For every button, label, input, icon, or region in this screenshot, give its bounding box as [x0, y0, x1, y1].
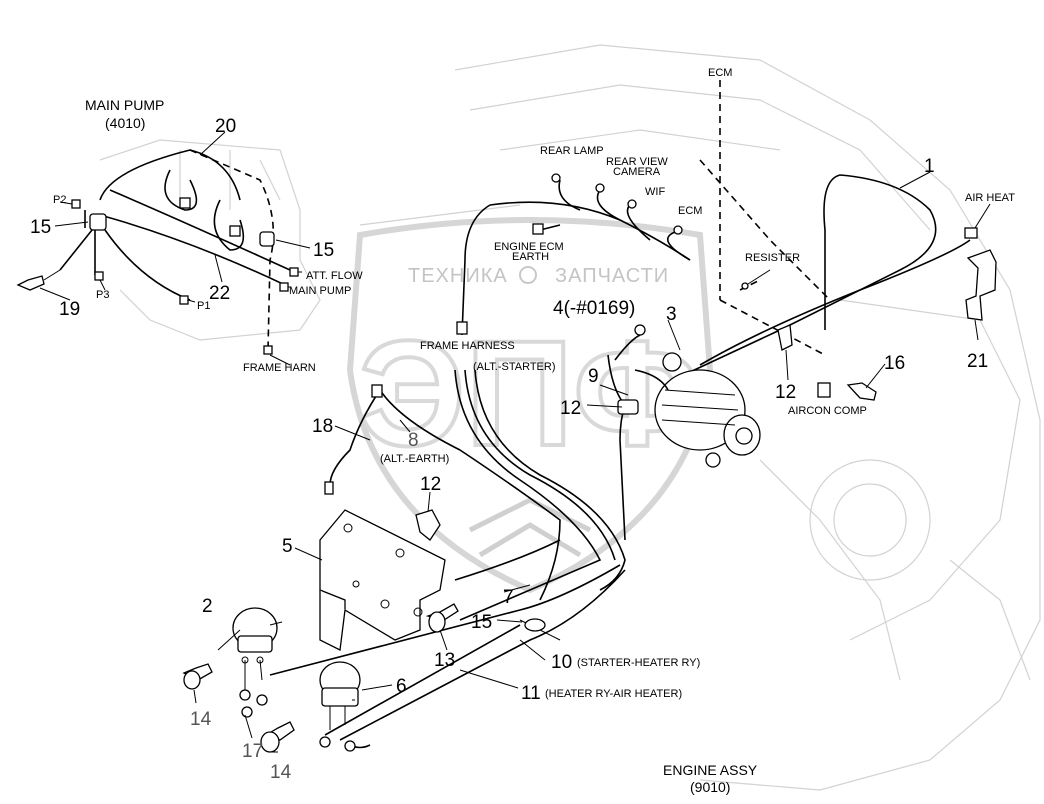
label-resister: RESISTER	[745, 252, 800, 264]
engine-assy-title: ENGINE ASSY	[663, 762, 758, 778]
air-heat-connector	[964, 227, 978, 239]
label-p2: P2	[53, 194, 66, 206]
wire-18-terminal	[324, 481, 334, 495]
label-ecm-top: ECM	[708, 67, 732, 79]
callout-14-lower: 14	[270, 762, 292, 783]
callout-7: 7	[503, 587, 514, 608]
callout-1: 1	[924, 156, 935, 177]
bolt-14-upper	[182, 663, 213, 690]
att-flow-connector	[289, 267, 299, 277]
main-harness-1	[456, 80, 978, 401]
label-ecm: ECM	[678, 205, 702, 217]
label-engine-ecm: ENGINE ECM	[494, 241, 564, 253]
bracket-21	[965, 249, 997, 321]
callout-2: 2	[202, 596, 213, 617]
main-pump-connector	[279, 282, 289, 292]
label-aircon-comp: AIRCON COMP	[788, 405, 867, 417]
relay-2	[232, 607, 283, 690]
engine-background	[99, 44, 1041, 791]
main-pump-code: (4010)	[105, 115, 145, 131]
callout-8: 8	[408, 430, 419, 451]
label-heater-ry-air-heater: (HEATER RY-AIR HEATER)	[545, 688, 682, 700]
label-p3: P3	[96, 289, 109, 301]
p3-connector	[94, 271, 104, 281]
main-pump-title: MAIN PUMP	[85, 97, 164, 113]
clamp-12-lower	[415, 509, 441, 541]
callout-3: 3	[666, 304, 677, 325]
leader-lines	[39, 131, 991, 753]
p1-connector	[179, 295, 189, 305]
label-att-flow: ATT. FLOW	[306, 270, 363, 282]
nuts-17	[239, 689, 356, 752]
aircon-comp-connector	[817, 382, 831, 398]
bolt-14-lower	[260, 721, 295, 753]
label-rear-lamp: REAR LAMP	[540, 145, 604, 157]
clamp-15-left	[89, 213, 107, 231]
callout-16: 16	[884, 353, 905, 374]
bolt-13	[425, 603, 459, 633]
engine-ecm-earth-terminal	[532, 223, 544, 235]
relay-6	[319, 661, 361, 730]
callout-4: 4(-#0169)	[553, 298, 635, 319]
callout-12-lower: 12	[420, 474, 441, 495]
alt-earth-terminal	[371, 384, 383, 398]
frame-harness-connector	[456, 321, 468, 335]
frame-harn-connector	[263, 345, 273, 355]
callout-19: 19	[59, 299, 80, 320]
callout-18: 18	[312, 416, 333, 437]
clamp-15-lower	[524, 618, 546, 632]
clamp-12-right	[777, 324, 793, 351]
callout-10: 10	[551, 652, 572, 673]
watermark-logo: ЭПФ	[359, 309, 702, 477]
label-alt-earth: (ALT.-EARTH)	[380, 453, 449, 465]
p2-connector	[71, 199, 81, 209]
clamp-15-right	[259, 231, 275, 247]
callout-12-mid: 12	[560, 398, 581, 419]
watermark-text-left: ТЕХНИКА	[408, 265, 508, 287]
callout-17: 17	[242, 741, 263, 762]
watermark: ТЕХНИКА ЗАПЧАСТИ ЭПФ	[346, 217, 714, 594]
callout-20: 20	[215, 116, 236, 137]
callout-9: 9	[588, 366, 599, 387]
callout-5: 5	[282, 536, 293, 557]
callout-22: 22	[209, 283, 230, 304]
label-rear-view-camera-2: CAMERA	[613, 166, 661, 178]
callout-21: 21	[967, 351, 988, 372]
bolt-16	[846, 382, 877, 401]
label-engine-ecm-earth: EARTH	[512, 251, 549, 263]
callout-11: 11	[521, 683, 541, 704]
label-main-pump: MAIN PUMP	[289, 285, 351, 297]
callout-15-right: 15	[313, 240, 334, 261]
callout-13: 13	[434, 650, 455, 671]
label-starter-heater-ry: (STARTER-HEATER RY)	[577, 657, 700, 669]
label-frame-harn: FRAME HARN	[243, 362, 316, 374]
watermark-text-right: ЗАПЧАСТИ	[555, 265, 669, 287]
label-rear-view-camera-1: REAR VIEW	[606, 156, 668, 168]
alternator-3	[654, 352, 761, 468]
bolt-19	[16, 275, 45, 291]
callout-15-left: 15	[30, 217, 51, 238]
main-pump-harness	[16, 149, 299, 355]
engine-assy-code: (9010)	[690, 779, 730, 795]
cable-bundle	[269, 369, 626, 749]
label-frame-harness: FRAME HARNESS	[420, 340, 515, 352]
callout-14-upper: 14	[190, 709, 212, 730]
label-air-heat: AIR HEAT	[965, 192, 1015, 204]
label-p1: P1	[197, 300, 210, 312]
callout-6: 6	[396, 676, 407, 697]
wire-9-assembly	[607, 324, 669, 541]
label-alt-starter: (ALT.-STARTER)	[473, 361, 556, 373]
bracket-5	[319, 509, 446, 651]
callout-15-lower: 15	[471, 612, 492, 633]
label-wif: WIF	[645, 186, 665, 198]
callout-12-right: 12	[775, 382, 796, 403]
